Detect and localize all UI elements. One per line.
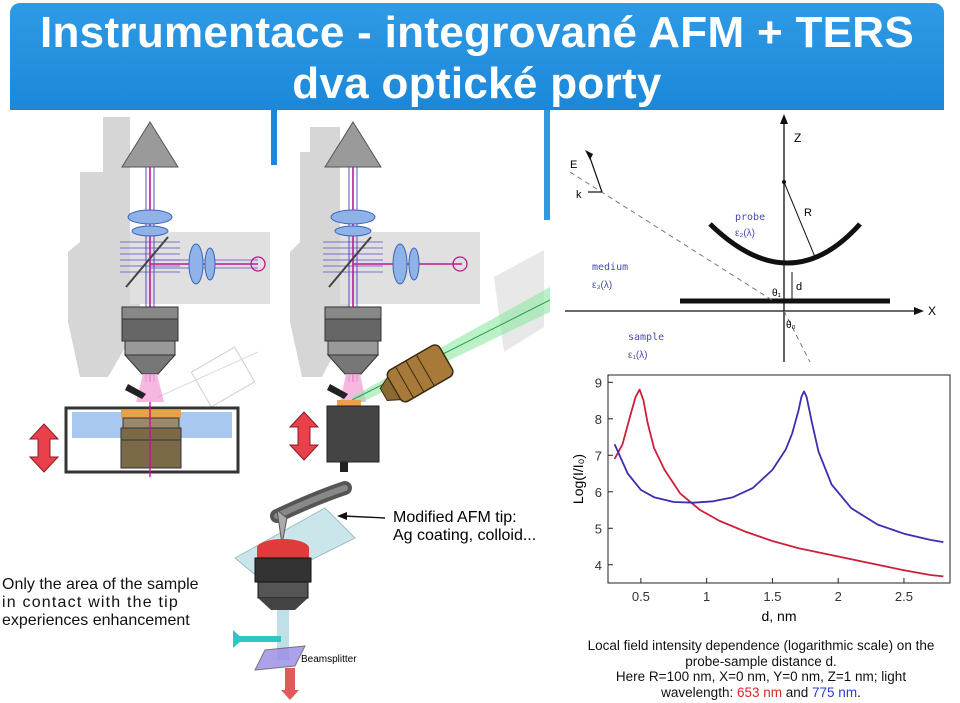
sample-holder <box>326 405 380 463</box>
beamsplitter-label: Beamsplitter <box>301 654 357 665</box>
tip-callout-line1: Modified AFM tip: <box>393 509 517 526</box>
x-axis-label: d, nm <box>761 608 796 624</box>
caption-wavelength-end: . <box>857 684 861 700</box>
closeup-objective <box>254 557 312 610</box>
banner-stripe-right <box>544 110 550 220</box>
sample-label: sample <box>628 332 664 343</box>
y-axis-label: Log(I/I₀) <box>570 454 586 504</box>
x-axis-label: X <box>928 304 936 318</box>
caption-line1: Local field intensity dependence (logari… <box>587 638 935 653</box>
lens-icon <box>131 225 169 237</box>
caption-wavelength-prefix: wavelength: <box>661 684 737 700</box>
probe-epsilon-label: ε₂(λ) <box>735 228 755 239</box>
distance-label: d <box>796 281 802 293</box>
probe-label: probe <box>735 212 765 223</box>
lens-icon <box>330 209 376 225</box>
z-axis-label: Z <box>794 131 801 145</box>
y-tick-label: 6 <box>595 485 602 500</box>
y-tick-label: 4 <box>595 558 602 573</box>
afm-side-port-schematic <box>288 121 550 472</box>
medium-label: medium <box>592 262 628 273</box>
tip-geometry-diagram: Z X E k R d probe ε₂(λ) medium ε₃(λ) sam… <box>560 112 960 367</box>
sample-note-line1: Only the area of the sample <box>2 576 199 593</box>
series-line-653nm <box>613 388 944 578</box>
caption-line4: wavelength: 653 nm and 775 nm. <box>566 685 956 701</box>
laser-source-icon <box>250 256 266 272</box>
lens-icon <box>204 247 216 281</box>
caption-line2: probe-sample distance d. <box>685 653 837 669</box>
objective-lens <box>121 306 179 375</box>
sample-note-line3: experiences enhancement <box>2 612 190 629</box>
x-tick-label: 1 <box>703 589 710 604</box>
lens-icon <box>408 247 420 281</box>
radius-label: R <box>804 207 812 219</box>
theta0-label: θ₀ <box>786 320 796 331</box>
lens-icon <box>392 243 408 285</box>
medium-epsilon-label: ε₃(λ) <box>592 280 612 291</box>
x-tick-label: 0.5 <box>632 589 650 604</box>
caption-wavelength-red: 653 nm <box>736 684 782 700</box>
lens-icon <box>188 243 204 285</box>
x-tick-label: 1.5 <box>763 589 781 604</box>
lens-icon <box>127 209 173 225</box>
y-tick-label: 7 <box>595 448 602 463</box>
series-line-775nm <box>613 390 944 543</box>
x-tick-label: 2 <box>835 589 842 604</box>
title-banner: Instrumentace - integrované AFM + TERS d… <box>10 3 944 110</box>
laser-source-icon <box>452 256 468 272</box>
detector-triangle <box>121 121 179 168</box>
objective-lens <box>324 306 382 375</box>
afm-bottom-port-schematic <box>28 117 270 477</box>
bottom-objective <box>120 417 182 469</box>
side-objective <box>379 344 454 403</box>
slide-title: Instrumentace - integrované AFM + TERS <box>39 8 915 57</box>
intensity-vs-distance-chart: 0.5 1 1.5 2 2.5 4 5 6 7 8 9 d, nm Log(I/I₀) <box>565 367 960 639</box>
sample-epsilon-label: ε₁(λ) <box>628 350 648 361</box>
lens-icon <box>334 225 372 237</box>
vertical-move-arrow-icon <box>288 411 320 461</box>
y-tick-label: 5 <box>595 521 602 536</box>
caption-line3: Here R=100 nm, X=0 nm, Y=0 nm, Z=1 nm; l… <box>615 669 907 684</box>
y-tick-label: 9 <box>595 375 602 390</box>
x-tick-label: 2.5 <box>895 589 913 604</box>
caption-wavelength-blue: 775 nm <box>812 684 858 700</box>
sample-note: Only the area of the sample in contact w… <box>2 576 216 630</box>
wavevector-label: k <box>576 189 582 201</box>
y-tick-label: 8 <box>595 412 602 427</box>
sample-note-line2: in contact with the tip <box>2 594 180 611</box>
tip-callout-line2: Ag coating, colloid... <box>393 527 536 544</box>
theta1-label: θ₁ <box>772 288 782 299</box>
vertical-move-arrow-icon <box>28 423 60 473</box>
beamsplitter-icon <box>254 645 306 671</box>
caption-wavelength-and: and <box>782 684 813 700</box>
e-field-label: E <box>570 159 577 171</box>
tip-closeup-schematic: Beamsplitter Modified AFM tip: Ag coatin… <box>233 481 536 700</box>
banner-stripe-left <box>271 110 277 165</box>
chart-caption: Local field intensity dependence (logari… <box>566 638 956 700</box>
slide-subtitle: dva optické porty <box>292 59 662 108</box>
